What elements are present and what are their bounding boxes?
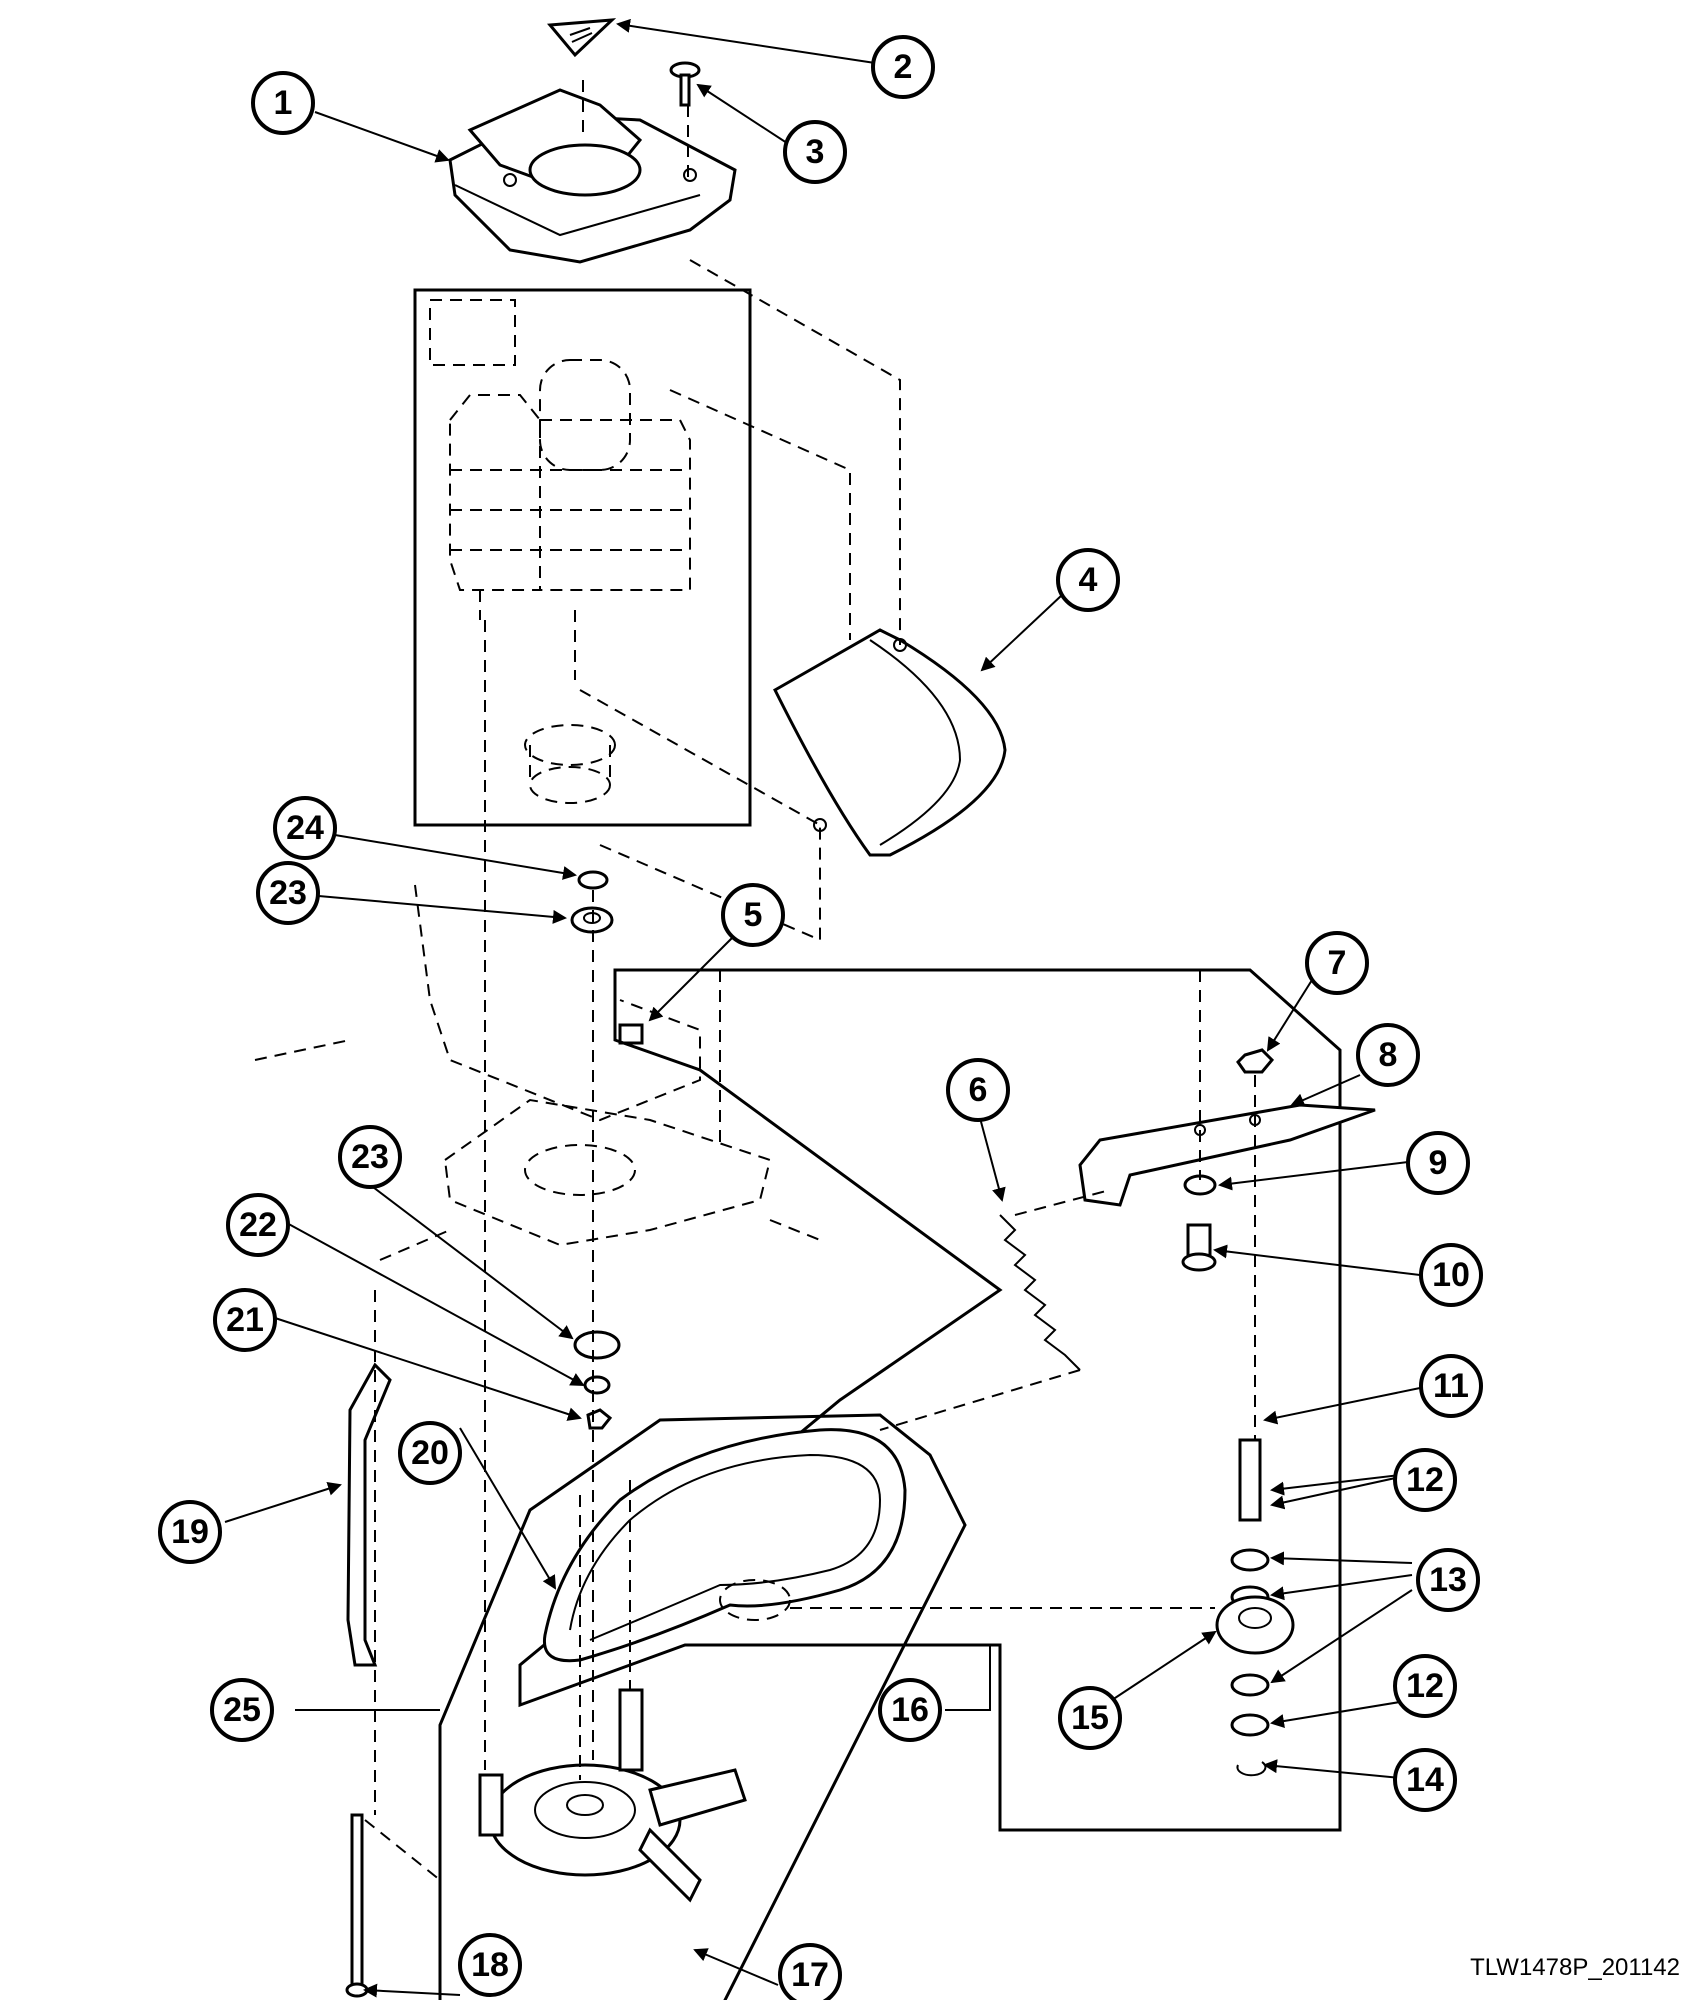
long-bolt-part: [345, 1813, 369, 1998]
retaining-ring-part: [1236, 1761, 1267, 1777]
spacer-part-22: [583, 1375, 611, 1395]
pump-bracket-outline: [438, 1413, 967, 2000]
callout-4: 4: [1056, 548, 1120, 612]
motor-assembly: [413, 288, 752, 827]
callout-18: 18: [458, 1933, 522, 1997]
callout-12-lower: 12: [1393, 1654, 1457, 1718]
svg-text:12: 12: [1406, 1461, 1444, 1499]
callout-19: 19: [158, 1500, 222, 1564]
pivot-pin-part: [1238, 1438, 1262, 1522]
callout-21: 21: [213, 1288, 277, 1352]
belt-guard-part: [773, 628, 1007, 857]
svg-text:15: 15: [1071, 1699, 1109, 1737]
mount-washer-part: [577, 870, 609, 890]
switch-lever-part: [1078, 1103, 1376, 1207]
callout-5: 5: [721, 883, 785, 947]
top-cover-part: [448, 88, 737, 264]
svg-text:9: 9: [1429, 1144, 1448, 1182]
svg-text:20: 20: [411, 1434, 449, 1472]
callout-22: 22: [226, 1193, 290, 1257]
callout-6: 6: [946, 1058, 1010, 1122]
nut-part-5: [618, 1023, 644, 1045]
svg-text:11: 11: [1433, 1367, 1469, 1405]
svg-text:3: 3: [806, 133, 825, 171]
warning-label-part: [546, 18, 617, 58]
svg-text:7: 7: [1328, 944, 1347, 982]
callout-9: 9: [1406, 1131, 1470, 1195]
svg-text:25: 25: [223, 1691, 261, 1729]
pump-part: [478, 1688, 747, 1903]
callout-14: 14: [1393, 1748, 1457, 1812]
washer-part-12-lower: [1230, 1713, 1270, 1737]
idler-pulley-part: [1215, 1595, 1295, 1655]
svg-text:8: 8: [1379, 1036, 1398, 1074]
svg-text:17: 17: [791, 1956, 829, 1994]
nut-part-7: [1236, 1048, 1275, 1074]
callout-16: 16: [878, 1678, 942, 1742]
callout-20: 20: [398, 1421, 462, 1485]
svg-text:5: 5: [744, 896, 763, 934]
callout-17: 17: [778, 1943, 842, 2000]
svg-text:23: 23: [269, 874, 307, 912]
svg-text:13: 13: [1429, 1561, 1467, 1599]
callout-8: 8: [1356, 1023, 1420, 1087]
nut-part-21: [586, 1408, 613, 1430]
svg-text:24: 24: [286, 809, 324, 847]
svg-text:21: 21: [226, 1301, 264, 1339]
svg-text:12: 12: [1406, 1667, 1444, 1705]
svg-text:14: 14: [1406, 1761, 1444, 1799]
callout-12-upper: 12: [1393, 1448, 1457, 1512]
callout-23-lower: 23: [338, 1125, 402, 1189]
svg-text:16: 16: [891, 1691, 929, 1729]
svg-text:10: 10: [1432, 1256, 1470, 1294]
base-panel-outline: [518, 968, 1342, 1832]
callout-1: 1: [251, 71, 315, 135]
callout-15: 15: [1058, 1686, 1122, 1750]
callout-3: 3: [783, 120, 847, 184]
callout-13: 13: [1416, 1548, 1480, 1612]
callout-23-upper: 23: [256, 861, 320, 925]
callout-7: 7: [1305, 931, 1369, 995]
callout-10: 10: [1419, 1243, 1483, 1307]
assembly-guide-lines: [364, 80, 1256, 1881]
shoulder-bolt-part: [1181, 1223, 1217, 1272]
svg-text:22: 22: [239, 1206, 277, 1244]
svg-text:6: 6: [969, 1071, 988, 1109]
callout-leaders: [224, 18, 1421, 1998]
callout-11: 11: [1419, 1354, 1483, 1418]
svg-text:1: 1: [274, 84, 293, 122]
washer-part-12-upper: [1230, 1548, 1270, 1572]
callout-2: 2: [871, 35, 935, 99]
washer-part-13-lower: [1230, 1673, 1270, 1697]
reference-code: TLW1478P_201142: [1470, 1954, 1680, 1981]
svg-text:4: 4: [1079, 561, 1098, 599]
spring-part: [999, 1214, 1081, 1371]
callout-25: 25: [210, 1678, 274, 1742]
belt-clip-part: [346, 1362, 392, 1667]
svg-text:19: 19: [171, 1513, 209, 1551]
motor-bracket-dashed: [254, 884, 821, 1247]
svg-text:2: 2: [894, 48, 913, 86]
callout-24: 24: [273, 796, 337, 860]
grommet-lower-part: [573, 1330, 621, 1360]
svg-text:18: 18: [471, 1946, 509, 1984]
svg-text:23: 23: [351, 1138, 389, 1176]
screw-part: [669, 61, 701, 107]
